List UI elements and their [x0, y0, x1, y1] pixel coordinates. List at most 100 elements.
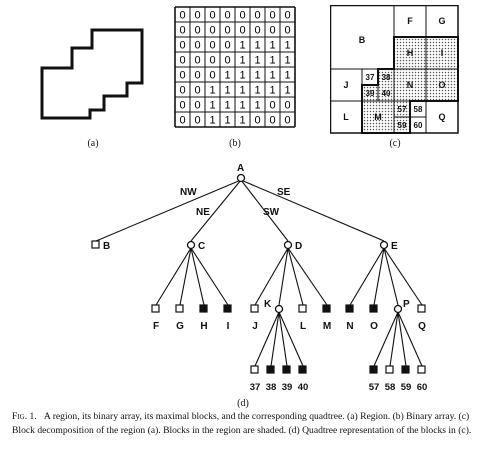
tree-label-57: 57: [369, 382, 380, 393]
binary-cell: 1: [209, 100, 215, 112]
leaf-37: [250, 365, 259, 374]
leaf-39: [282, 365, 291, 374]
binary-cell: 1: [269, 70, 275, 82]
binary-cell: 1: [224, 70, 230, 82]
tree-label-C: C: [198, 241, 205, 252]
binary-cell: 1: [239, 100, 245, 112]
binary-cell: 0: [194, 25, 200, 37]
tree-label-A: A: [237, 163, 244, 174]
binary-cell: 1: [224, 115, 230, 127]
tree-label-L: L: [300, 321, 306, 332]
label-L: L: [343, 112, 349, 122]
binary-cell: 1: [284, 55, 290, 67]
node-A: [236, 173, 246, 183]
label-40: 40: [382, 89, 391, 98]
block-40: [378, 85, 394, 101]
binary-cell: 1: [254, 40, 260, 52]
tree-label-Q: Q: [418, 321, 426, 332]
tree-label-39: 39: [282, 382, 293, 393]
leaf-I: [223, 304, 232, 313]
tree-label-I: I: [227, 321, 230, 332]
block-H: [394, 37, 426, 69]
block-O: [426, 69, 458, 101]
binary-cell: 1: [239, 40, 245, 52]
binary-cell: 0: [209, 70, 215, 82]
binary-cell: 1: [269, 55, 275, 67]
block-38: [378, 69, 394, 85]
binary-cell: 0: [269, 25, 275, 37]
label-N: N: [407, 80, 414, 90]
binary-cell: 0: [254, 115, 260, 127]
label-59: 59: [398, 121, 407, 130]
binary-cell: 0: [194, 10, 200, 22]
tree-label-D: D: [295, 241, 302, 252]
label-F: F: [407, 16, 413, 26]
label-37: 37: [366, 73, 375, 82]
tree-label-60: 60: [417, 382, 428, 393]
tree-label-H: H: [200, 321, 207, 332]
tree-label-40: 40: [298, 382, 309, 393]
binary-cell: 0: [254, 25, 260, 37]
region-figure: [40, 28, 144, 120]
tree-label-J: J: [252, 321, 258, 332]
block-decomposition: B F G H I J L M N O Q 37 38 39 40 57 58 …: [330, 5, 459, 134]
binary-cell: 1: [239, 70, 245, 82]
tree-label-F: F: [153, 321, 159, 332]
binary-cell: 0: [209, 10, 215, 22]
edge-label-nw: NW: [180, 187, 197, 198]
binary-cell: 1: [269, 85, 275, 97]
tree-label-58: 58: [385, 382, 396, 393]
binary-cell: 0: [194, 40, 200, 52]
binary-cell: 1: [239, 85, 245, 97]
binary-cell: 0: [284, 25, 290, 37]
binary-cell: 0: [179, 40, 185, 52]
tree-label-59: 59: [401, 382, 412, 393]
binary-cell: 1: [284, 85, 290, 97]
binary-cell: 1: [254, 100, 260, 112]
label-J: J: [343, 80, 348, 90]
leaf-H: [199, 304, 208, 313]
binary-cell: 0: [209, 55, 215, 67]
binary-cell: 0: [194, 100, 200, 112]
binary-cell: 0: [224, 55, 230, 67]
node-C: [186, 240, 196, 250]
binary-cell: 1: [224, 100, 230, 112]
binary-cell: 0: [239, 25, 245, 37]
node-E: [379, 240, 389, 250]
binary-cell: 0: [269, 100, 275, 112]
caption-text: A region, its binary array, its maximal …: [12, 411, 472, 436]
leaf-O: [369, 304, 378, 313]
block-39: [362, 85, 378, 101]
binary-cell: 0: [269, 115, 275, 127]
leaf-40: [298, 365, 307, 374]
tree-label-B: B: [103, 241, 110, 252]
label-57: 57: [398, 105, 407, 114]
figure-caption: Fig. 1. A region, its binary array, its …: [12, 410, 490, 437]
binary-cell: 1: [224, 85, 230, 97]
tree-label-37: 37: [250, 382, 261, 393]
leaf-M: [322, 304, 331, 313]
leaf-38: [266, 365, 275, 374]
binary-cell: 1: [284, 40, 290, 52]
binary-cell: 1: [254, 55, 260, 67]
binary-cell: 0: [194, 55, 200, 67]
binary-cell: 0: [269, 10, 275, 22]
binary-cell: 0: [284, 115, 290, 127]
binary-cell: 1: [209, 115, 215, 127]
binary-cell: 0: [224, 40, 230, 52]
quadtree-diagram: A NW NE SW SE B C D E K P F G H I J L M …: [91, 163, 428, 393]
binary-cell: 0: [179, 10, 185, 22]
binary-cell: 1: [254, 70, 260, 82]
binary-cell: 0: [239, 10, 245, 22]
tree-label-E: E: [391, 241, 398, 252]
leaf-J: [250, 304, 259, 313]
tree-label-P: P: [403, 299, 410, 310]
region-outline: [40, 28, 144, 120]
binary-cell: 0: [284, 10, 290, 22]
tree-label-G: G: [176, 321, 184, 332]
label-58: 58: [414, 105, 423, 114]
label-I: I: [441, 48, 444, 58]
leaf-G: [175, 304, 184, 313]
binary-cell: 0: [254, 10, 260, 22]
label-39: 39: [366, 89, 375, 98]
